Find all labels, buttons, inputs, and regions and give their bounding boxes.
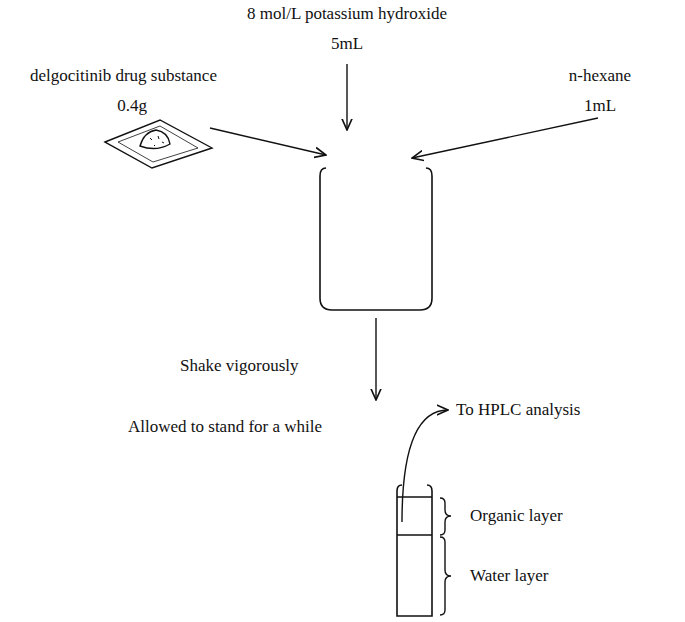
- bracket: [440, 498, 451, 535]
- bracket: [440, 537, 451, 615]
- sampling-arrow: [402, 410, 448, 522]
- input-arrow: [412, 118, 598, 158]
- step-label: Allowed to stand for a while: [128, 417, 322, 437]
- layer-label: Water layer: [470, 566, 548, 586]
- powder: [140, 130, 170, 149]
- input-arrow: [210, 128, 326, 155]
- volume-label: 5mL: [331, 34, 363, 54]
- layer-label: Organic layer: [470, 506, 563, 526]
- input-arrow: [346, 64, 347, 130]
- reagent-label: n-hexane: [569, 66, 631, 86]
- step-label: Shake vigorously: [180, 356, 299, 376]
- mass-label: 0.4g: [117, 96, 147, 116]
- destination-label: To HPLC analysis: [456, 400, 580, 420]
- bottle: [320, 168, 432, 310]
- layer-interface: [397, 534, 432, 535]
- reagent-label: delgocitinib drug substance: [30, 66, 217, 86]
- volume-label: 1mL: [584, 96, 616, 116]
- process-arrow: [375, 318, 376, 400]
- weighing-paper: [105, 120, 212, 168]
- reagent-label: 8 mol/L potassium hydroxide: [247, 4, 447, 24]
